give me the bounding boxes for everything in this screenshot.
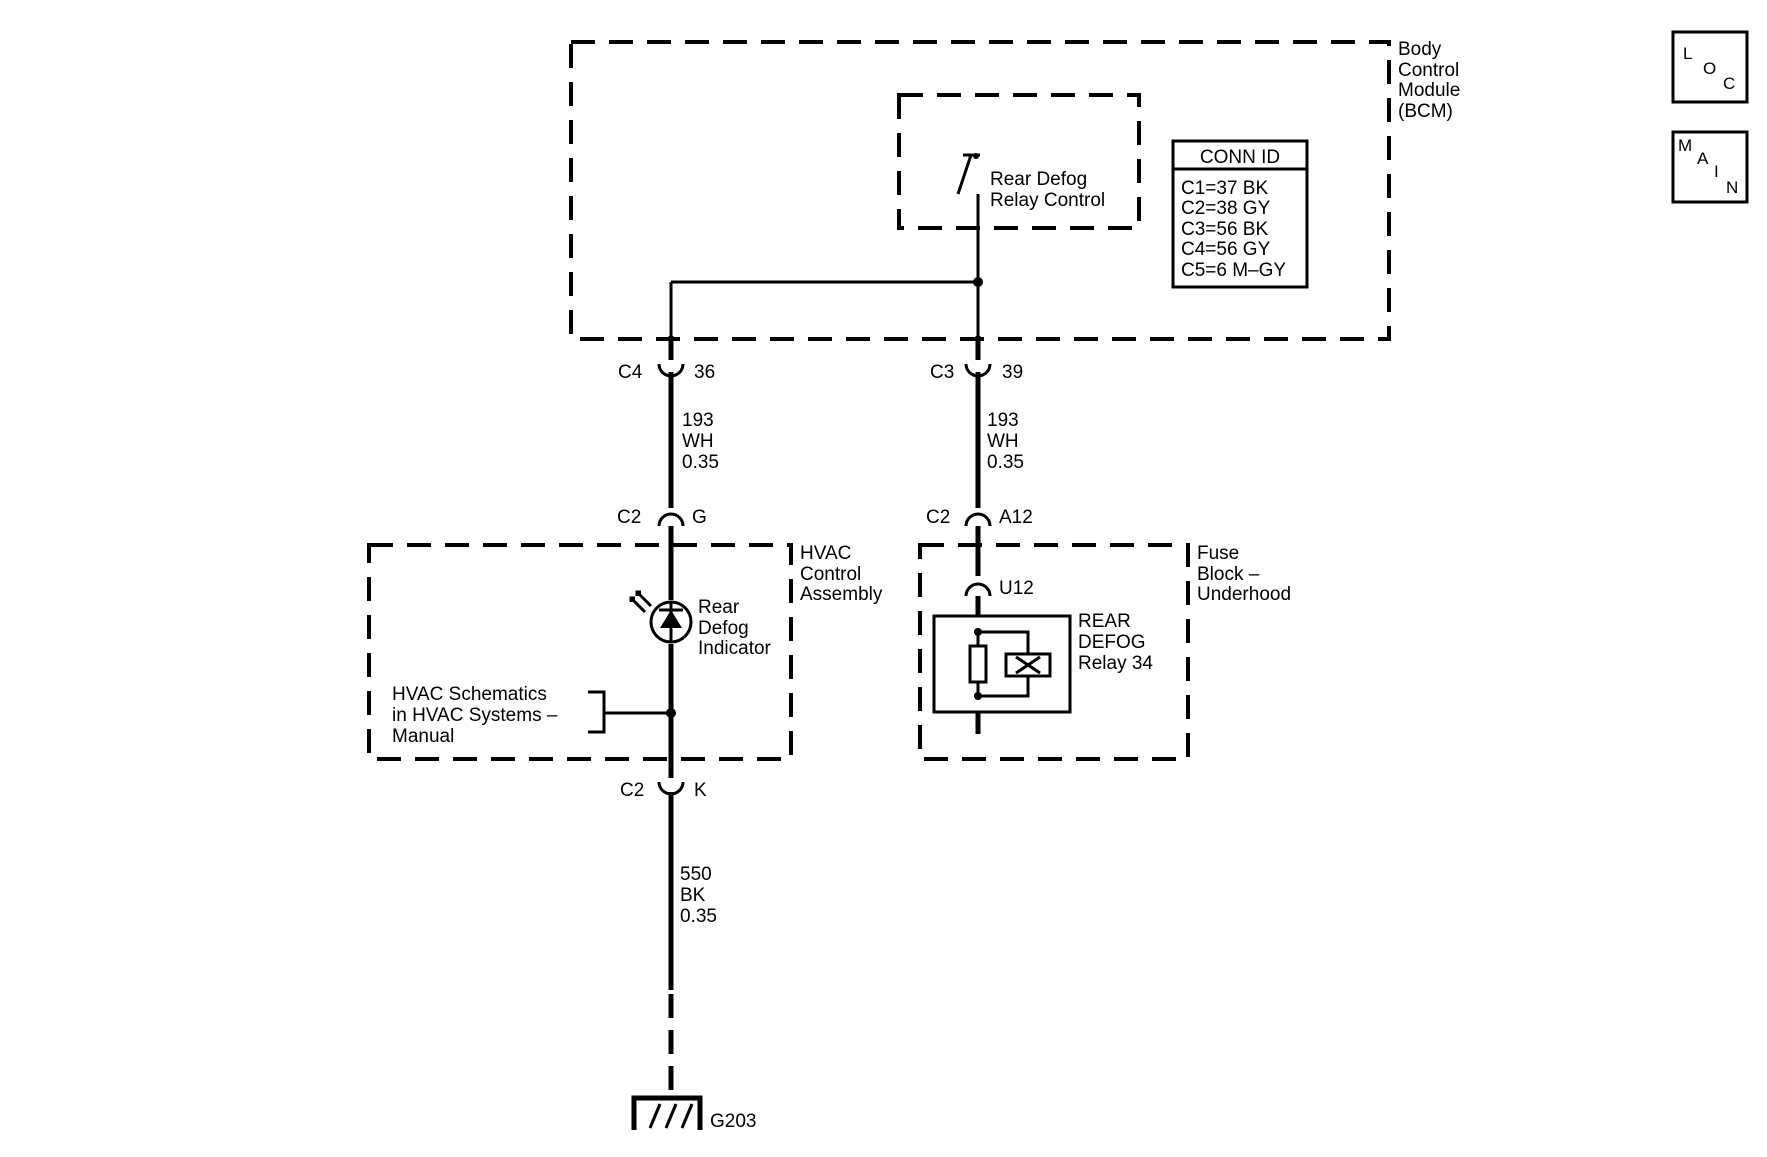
indicator-label-line2: Defog <box>698 618 749 639</box>
relay-label-line3: Relay 34 <box>1078 653 1153 674</box>
ground-icon <box>631 1095 703 1130</box>
conn-id-row: C3=56 BK <box>1181 219 1268 240</box>
loc-letter: O <box>1703 59 1716 78</box>
connector-c4-id: C4 <box>618 362 643 383</box>
ground-wire-circuit: 550 <box>680 864 712 885</box>
right-wire-color: WH <box>987 431 1019 452</box>
ground-wire-color: BK <box>680 885 706 906</box>
fuse-block-label-line1: Fuse <box>1197 543 1239 564</box>
left-wire-color: WH <box>682 431 714 452</box>
loc-letter: C <box>1723 74 1735 93</box>
left-wire-size: 0.35 <box>682 452 719 473</box>
hvac-module-outline <box>367 543 793 761</box>
connector-c2-k-pin: K <box>694 780 707 801</box>
conn-id-row: C5=6 M–GY <box>1181 260 1286 281</box>
bcm-label-line1: Body <box>1398 39 1442 60</box>
conn-id-row: C4=56 GY <box>1181 239 1271 260</box>
connector-c2-g-pin: G <box>692 507 707 528</box>
connector-c2-a12-id: C2 <box>926 507 950 528</box>
led-indicator-icon <box>629 590 693 644</box>
bcm-label-line3: Module <box>1398 80 1460 101</box>
connector-u12-pin: U12 <box>999 578 1034 599</box>
connector-c4-pin: 36 <box>694 362 715 383</box>
fuse-block-label-line2: Block – <box>1197 564 1260 585</box>
ground-label: G203 <box>710 1111 756 1132</box>
hvac-ref-line3: Manual <box>392 726 454 747</box>
hvac-label-line3: Assembly <box>800 584 883 605</box>
relay-label-line2: DEFOG <box>1078 632 1146 653</box>
hvac-label-line1: HVAC <box>800 543 851 564</box>
bcm-label-line4: (BCM) <box>1398 101 1453 122</box>
main-letter: M <box>1678 136 1692 155</box>
connector-c2-a12-icon <box>964 512 992 527</box>
indicator-label-line1: Rear <box>698 597 740 618</box>
connector-c2-a12-pin: A12 <box>999 507 1033 528</box>
hvac-ref-bracket <box>588 690 606 734</box>
ground-wire-size: 0.35 <box>680 906 717 927</box>
connector-c3-id: C3 <box>930 362 954 383</box>
relay-icon <box>932 596 1072 734</box>
relay-control-outline <box>897 93 1141 230</box>
hvac-label-line2: Control <box>800 564 861 585</box>
conn-id-row: C2=38 GY <box>1181 198 1271 219</box>
connector-c3-pin: 39 <box>1002 362 1023 383</box>
indicator-label-line3: Indicator <box>698 638 772 659</box>
hvac-ref-line1: HVAC Schematics <box>392 684 547 705</box>
loc-button[interactable]: L O C <box>1671 30 1749 104</box>
right-wire-circuit: 193 <box>987 410 1019 431</box>
relay-control-switch-icon <box>956 153 980 195</box>
bcm-label-line2: Control <box>1398 60 1459 81</box>
main-letter: A <box>1697 149 1709 168</box>
loc-letter: L <box>1683 44 1692 63</box>
fuse-block-label-line3: Underhood <box>1197 584 1291 605</box>
left-wire-circuit: 193 <box>682 410 714 431</box>
connector-u12-icon <box>964 582 992 597</box>
main-button[interactable]: M A I N <box>1671 130 1749 204</box>
conn-id-table: CONN ID C1=37 BK C2=38 GY C3=56 BK C4=56… <box>1171 139 1309 289</box>
hvac-ref-line2: in HVAC Systems – <box>392 705 558 726</box>
relay-label-line1: REAR <box>1078 611 1131 632</box>
fuse-block-outline <box>918 543 1190 761</box>
main-letter: I <box>1714 162 1719 181</box>
conn-id-title: CONN ID <box>1200 147 1280 168</box>
main-letter: N <box>1726 178 1738 197</box>
connector-c2-g-icon <box>657 512 685 527</box>
right-wire-size: 0.35 <box>987 452 1024 473</box>
relay-control-label-line2: Relay Control <box>990 190 1105 211</box>
connector-c2-k-id: C2 <box>620 780 644 801</box>
conn-id-row: C1=37 BK <box>1181 178 1268 199</box>
connector-c2-g-id: C2 <box>617 507 641 528</box>
relay-control-label-line1: Rear Defog <box>990 169 1087 190</box>
